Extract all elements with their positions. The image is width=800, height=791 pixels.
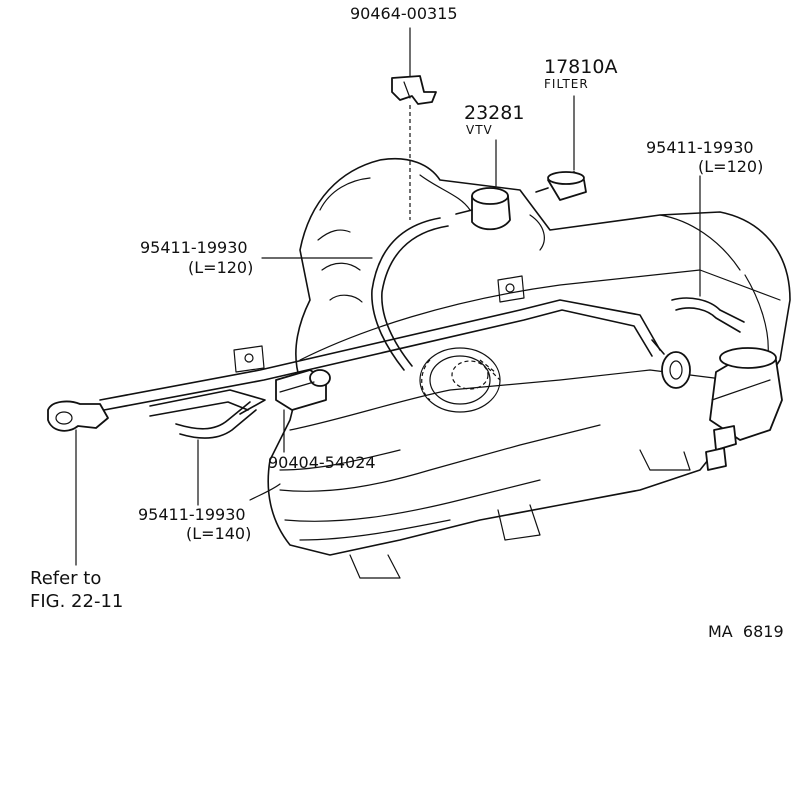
vtv-part-number: 23281: [464, 102, 525, 124]
clip-part: [391, 27, 437, 220]
pressure-actuator: [705, 347, 783, 471]
throttle-body: [419, 347, 501, 413]
plug-part-number: 90404-54024: [268, 453, 376, 472]
vtv-label: VTV: [466, 123, 493, 137]
intake-manifold: [267, 157, 791, 579]
hose-bottom-length: (L=140): [186, 524, 252, 543]
refer-to-text: Refer to: [30, 568, 102, 589]
figure-reference: FIG. 22-11: [30, 591, 124, 612]
filter-part: [535, 95, 587, 201]
hose-left-part-number: 95411-19930: [140, 238, 248, 257]
vtv-part: [455, 139, 511, 231]
filter-part-number: 17810A: [544, 56, 618, 78]
clip-part-number: 90464-00315: [350, 4, 458, 23]
banjo-fitting-left: [47, 400, 109, 566]
figure-code: MA 6819: [708, 622, 784, 641]
hose-left-length: (L=120): [188, 258, 254, 277]
hose-bottom-part-number: 95411-19930: [138, 505, 246, 524]
hose-right-length: (L=120): [698, 157, 764, 176]
filter-label: FILTER: [544, 77, 589, 91]
hose-left: [261, 217, 449, 371]
vacuum-pipe: [99, 299, 661, 417]
hose-right: [671, 175, 745, 333]
leader-bottom-hose: [249, 483, 281, 501]
bracket-tabs: [233, 275, 525, 373]
banjo-fitting-right: [651, 339, 691, 389]
plug-part: [275, 369, 331, 453]
hose-bottom: [175, 401, 257, 506]
hose-right-part-number: 95411-19930: [646, 138, 754, 157]
